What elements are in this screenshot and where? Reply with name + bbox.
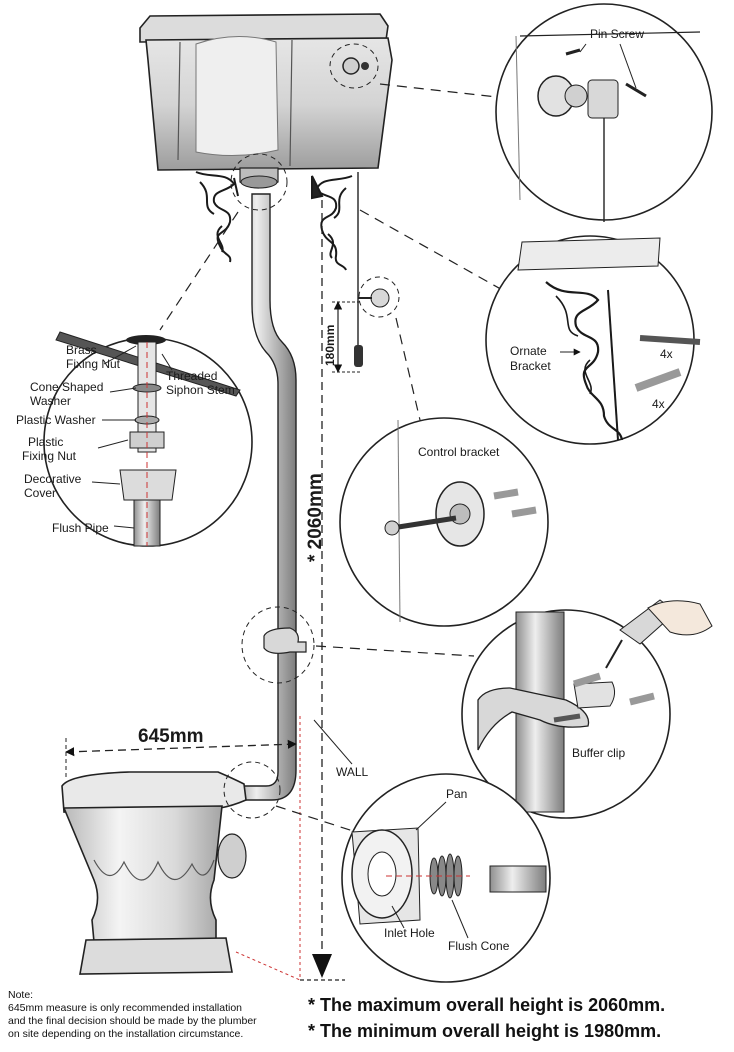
flush-cone-label: Flush Cone — [448, 939, 510, 953]
note-line-1: 645mm measure is only recommended instal… — [8, 1002, 243, 1014]
pan-projection-dimension — [65, 738, 297, 780]
detail-pipe-connection — [43, 331, 253, 547]
plastic-fixing-nut-label-1: Plastic — [28, 435, 63, 449]
cone-shaped-washer-label-2: Washer — [30, 394, 71, 408]
right-ornate-bracket — [311, 175, 353, 271]
pan-label: Pan — [446, 787, 467, 801]
cistern — [139, 13, 393, 171]
pin-screw-label: Pin Screw — [590, 27, 644, 41]
brass-fixing-nut-label-2: Fixing Nut — [66, 357, 121, 371]
pan-projection-label: 645mm — [138, 726, 204, 747]
control-bracket-label: Control bracket — [418, 445, 500, 459]
wall-line — [235, 716, 353, 981]
cistern-outlet — [239, 167, 279, 189]
buffer-clip-label: Buffer clip — [572, 746, 625, 760]
toilet-pan — [61, 761, 281, 975]
threaded-siphon-stem-label-1: Threaded — [166, 369, 217, 383]
note-line-3: on site depending on the installation ci… — [8, 1028, 244, 1040]
plastic-washer-label: Plastic Washer — [16, 413, 96, 427]
plastic-fixing-nut-label-2: Fixing Nut — [22, 449, 77, 463]
wall-label: WALL — [336, 765, 369, 779]
leader-lines — [159, 83, 507, 833]
wall-clip — [241, 606, 315, 684]
detail-buffer-clip — [461, 609, 671, 819]
height-dimension-line — [300, 200, 345, 981]
caulking-gun-hand — [605, 599, 713, 669]
threaded-siphon-stem-label-2: Siphon Stem — [166, 383, 235, 397]
brass-fixing-nut-label-1: Brass — [66, 343, 97, 357]
detail-control-bracket — [339, 417, 549, 627]
inlet-hole-label: Inlet Hole — [384, 926, 435, 940]
detail-pin-screw — [495, 3, 713, 222]
overall-height-label: * 2060mm — [305, 473, 326, 562]
note-heading: Note: — [8, 989, 34, 1001]
decorative-cover-label-2: Cover — [24, 486, 56, 500]
detail-ornate-bracket — [485, 235, 701, 445]
plugs-quantity-label: 4x — [652, 397, 665, 411]
height-summary: * The maximum overall height is 2060mm. … — [308, 992, 732, 1044]
pull-chain-handle — [354, 172, 400, 367]
max-height-statement: * The maximum overall height is 2060mm. — [308, 995, 666, 1015]
left-ornate-bracket — [195, 171, 239, 263]
pull-lever — [329, 43, 379, 89]
detail-pan-inlet — [341, 773, 551, 983]
ornate-bracket-label-1: Ornate — [510, 344, 547, 358]
flush-pipe-label: Flush Pipe — [52, 521, 109, 535]
ornate-bracket-label-2: Bracket — [510, 359, 551, 373]
note-line-2: and the final decision should be made by… — [8, 1015, 257, 1027]
installation-note: Note: 645mm measure is only recommended … — [8, 989, 308, 1041]
cone-shaped-washer-label-1: Cone Shaped — [30, 380, 103, 394]
chain-drop-dimension — [332, 301, 360, 373]
chain-drop-label: 180mm — [323, 325, 337, 366]
screws-quantity-label: 4x — [660, 347, 673, 361]
decorative-cover-label-1: Decorative — [24, 472, 82, 486]
min-height-statement: * The minimum overall height is 1980mm. — [308, 1021, 662, 1041]
